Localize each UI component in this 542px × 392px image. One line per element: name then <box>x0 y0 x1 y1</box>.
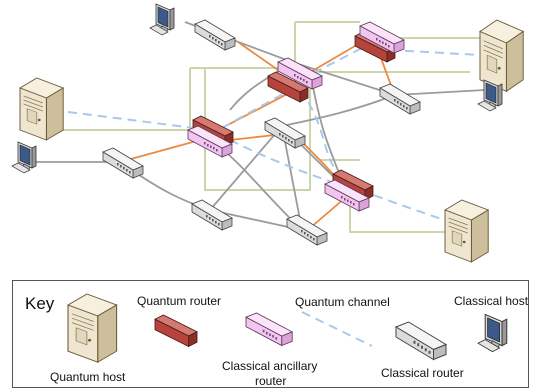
ancillary-network-outline <box>40 21 480 233</box>
classical-router-label: Classical router <box>381 366 464 380</box>
classical-host-label: Classical host <box>454 294 529 308</box>
ancillary-router-label-line1: Classical ancillary <box>222 359 318 373</box>
quantum-links <box>119 41 393 229</box>
quantum-router-label: Quantum router <box>137 294 222 308</box>
quantum-channel-label: Quantum channel <box>295 295 390 309</box>
quantum-channel-legend-line <box>301 311 373 347</box>
key-panel <box>12 280 529 388</box>
ancillary-router-label-line2: router <box>255 374 287 388</box>
quantum-host-label: Quantum host <box>50 370 126 384</box>
classical-links <box>35 21 486 231</box>
key-heading: Key <box>25 294 55 313</box>
